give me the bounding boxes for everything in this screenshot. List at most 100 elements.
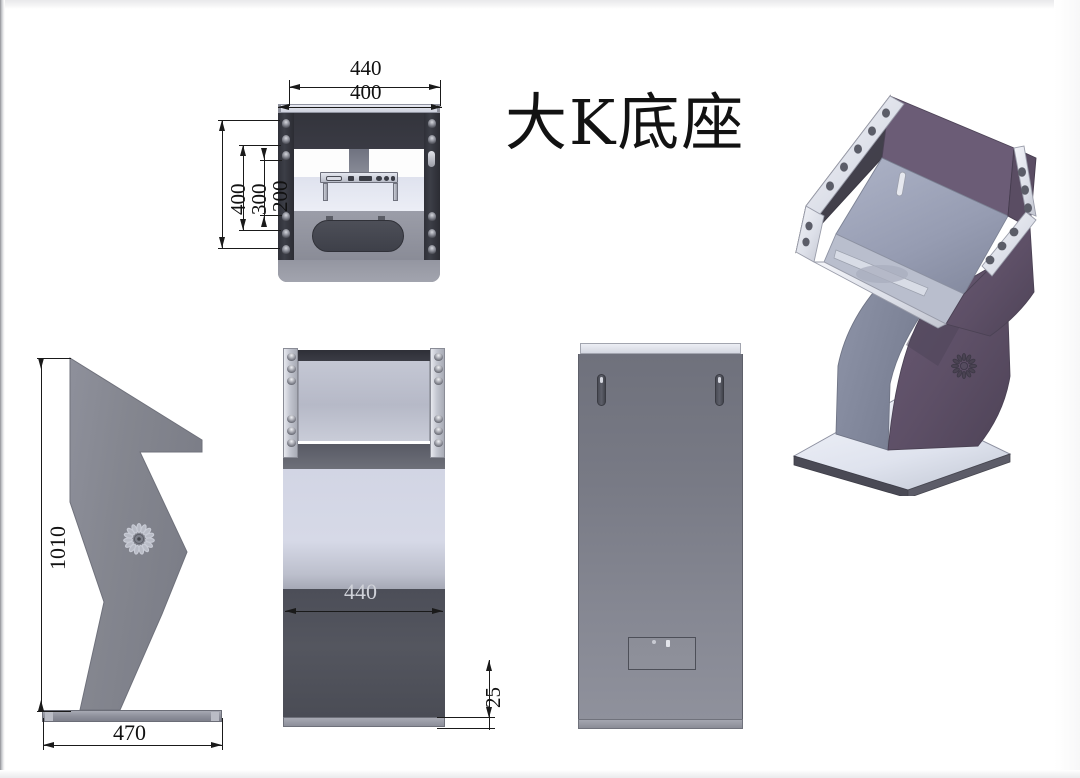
dim-top-outer-depth-text: 400 <box>226 183 250 216</box>
screw-hole-icon <box>287 427 296 435</box>
front-view-rail-left <box>283 348 298 458</box>
handle-slot-icon <box>715 374 724 406</box>
top-view-rail-right <box>424 113 440 260</box>
screw-hole-icon <box>428 119 436 128</box>
dim-top-mid-depth-line <box>243 145 244 230</box>
screw-hole-icon <box>1009 227 1019 237</box>
dim-arrow <box>260 216 267 227</box>
top-view <box>278 104 440 282</box>
screw-hole-icon <box>985 255 995 265</box>
screw-hole-icon <box>434 415 443 423</box>
access-panel-icon <box>628 637 696 670</box>
dim-arrow <box>37 358 44 369</box>
screw-hole-icon <box>434 365 443 373</box>
dim-arrow <box>485 660 492 671</box>
ext-line <box>440 80 441 106</box>
dim-arrow <box>432 607 443 614</box>
dim-arrow <box>239 145 246 156</box>
top-view-bracket-leg-right <box>393 183 398 201</box>
screw-hole-icon <box>428 245 436 254</box>
screw-hole-icon <box>282 135 290 144</box>
top-view-drum <box>312 220 404 252</box>
top-view-dark-band <box>294 113 424 149</box>
screw-hole-icon <box>854 144 862 154</box>
ext-line <box>437 728 495 729</box>
dim-arrow <box>278 103 289 110</box>
dim-top-outer-depth-line <box>222 120 223 248</box>
dim-arrow <box>43 741 54 748</box>
dim-top-outer-width-text: 440 <box>350 56 382 80</box>
dim-top-outer-width-line <box>289 87 440 88</box>
top-view-bracket <box>320 172 398 183</box>
dim-front-width-text: 440 <box>344 579 377 604</box>
screw-hole-icon <box>287 365 296 373</box>
fan-impeller-icon <box>120 520 158 558</box>
screw-hole-icon <box>282 119 290 128</box>
dim-arrow <box>431 103 442 110</box>
dim-overall-height-text: 1010 <box>45 526 70 570</box>
top-view-bracket-leg-left <box>323 183 328 201</box>
back-view <box>578 343 743 731</box>
screw-hole-icon <box>434 353 443 361</box>
dim-arrow <box>429 83 440 90</box>
dim-arrow <box>239 219 246 230</box>
screw-hole-icon <box>434 427 443 435</box>
screw-hole-icon <box>1018 167 1026 177</box>
iso-view-model <box>792 94 1037 496</box>
screw-hole-icon <box>802 237 810 247</box>
handle-slot-icon <box>896 171 906 197</box>
dim-arrow <box>218 237 225 248</box>
dim-top-inner-depth-line <box>264 148 265 227</box>
front-view-rail-right <box>430 348 445 458</box>
dim-arrow <box>285 607 296 614</box>
ext-line <box>218 120 280 121</box>
screw-hole-icon <box>826 181 834 191</box>
sheet-edge-left <box>0 0 5 778</box>
handle-slot-icon <box>597 374 606 406</box>
screw-hole-icon <box>282 245 290 254</box>
screw-hole-icon <box>1024 203 1032 213</box>
drawing-title: 大K底座 <box>505 86 746 159</box>
dim-base-thickness-text: 25 <box>481 687 505 708</box>
screw-hole-icon <box>287 377 296 385</box>
dim-top-inner-width-text: 400 <box>350 80 382 104</box>
ext-line <box>289 80 290 106</box>
ext-line <box>218 248 280 249</box>
dim-arrow <box>37 700 44 711</box>
top-view-front-lip <box>280 104 438 113</box>
back-view-top-cap <box>580 343 741 354</box>
ext-line <box>437 717 495 718</box>
screw-hole-icon <box>805 221 813 231</box>
screw-hole-icon <box>434 377 443 385</box>
screw-hole-icon <box>997 241 1007 251</box>
dim-overall-height-line <box>41 358 42 711</box>
screw-hole-icon <box>882 108 890 118</box>
top-view-drum-tabs <box>312 216 404 220</box>
ext-line <box>222 718 223 750</box>
ext-line <box>37 711 71 712</box>
side-view <box>42 352 222 727</box>
side-view-base-plate <box>42 710 222 722</box>
screw-hole-icon <box>287 353 296 361</box>
screw-hole-icon <box>434 439 443 447</box>
front-view-foot-plate <box>283 717 445 727</box>
front-view-lower-body <box>283 589 445 717</box>
ext-line <box>239 145 281 146</box>
dim-top-mid-depth-text: 300 <box>247 183 271 216</box>
top-view-bottom-cap <box>278 260 440 282</box>
screw-hole-icon <box>428 212 436 221</box>
sheet-edge-top <box>0 0 1080 9</box>
dim-top-inner-width-line <box>278 107 442 108</box>
front-view-light-panel <box>283 469 445 589</box>
ext-line <box>260 215 282 216</box>
front-view-screen-area <box>298 361 430 441</box>
screw-hole-icon <box>282 229 290 238</box>
screw-hole-icon <box>868 126 876 136</box>
dim-base-depth-line <box>43 745 222 746</box>
front-view-top-dark-strip <box>298 350 430 361</box>
screw-hole-icon <box>1021 185 1029 195</box>
dim-base-depth-text: 470 <box>113 720 146 745</box>
ext-line <box>260 160 282 161</box>
ext-line <box>239 230 281 231</box>
